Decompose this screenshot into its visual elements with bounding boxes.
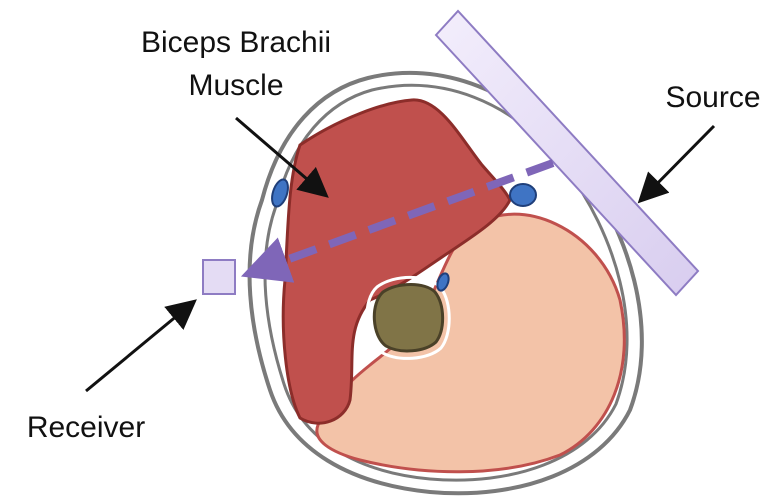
muscle-label-line1: Biceps Brachii — [141, 26, 331, 59]
blood-vessel-right — [510, 184, 536, 206]
humerus-bone — [374, 285, 442, 351]
receiver-pointer-arrow — [86, 305, 190, 391]
receiver-box — [203, 260, 235, 294]
receiver-label: Receiver — [27, 411, 145, 444]
source-label: Source — [665, 81, 760, 114]
source-pointer-arrow — [644, 126, 714, 197]
muscle-label-line2: Muscle — [188, 69, 283, 102]
